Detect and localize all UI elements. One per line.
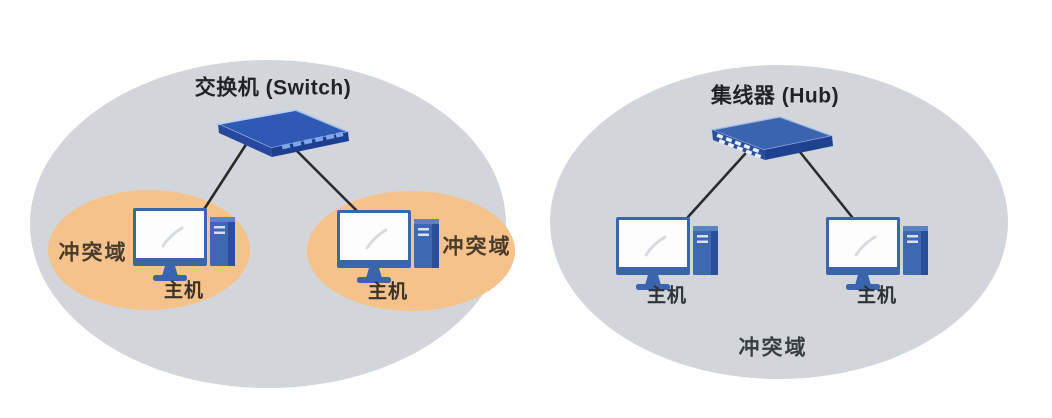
collision-domain-label-switch-right: 冲突域 xyxy=(442,235,512,259)
hub-device-icon xyxy=(709,116,835,160)
hub-title: 集线器 (Hub) xyxy=(710,84,840,108)
collision-domain-label-switch-left: 冲突域 xyxy=(58,241,128,265)
hub-ports xyxy=(716,133,762,159)
switch-ports xyxy=(281,131,344,150)
link-switch-host2 xyxy=(294,148,359,213)
link-hub-host2 xyxy=(798,150,854,219)
switch-title: 交换机 (Switch) xyxy=(194,76,352,100)
host-label-switch-left: 主机 xyxy=(163,280,205,302)
hub-collision-domain-ellipse xyxy=(550,65,1008,379)
link-switch-host1 xyxy=(201,141,249,213)
host-label-hub-right: 主机 xyxy=(856,285,898,307)
switch-device-icon xyxy=(215,109,351,157)
link-hub-host1 xyxy=(686,152,747,219)
collision-domain-label-hub: 冲突域 xyxy=(738,336,808,360)
host-label-switch-right: 主机 xyxy=(367,281,409,303)
host-label-hub-left: 主机 xyxy=(646,285,688,307)
network-links xyxy=(201,141,854,219)
